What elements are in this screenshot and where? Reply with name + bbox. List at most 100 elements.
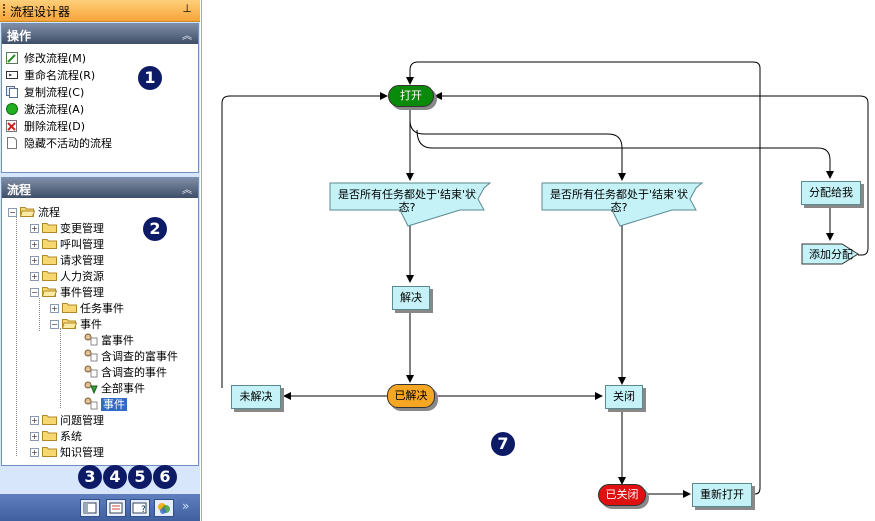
hide-icon (7, 137, 17, 149)
flow-header[interactable]: 流程 ︽ (2, 178, 198, 198)
event-icon (84, 365, 98, 378)
folder-open-icon (62, 319, 77, 329)
state-resolved[interactable]: 已解决 (387, 384, 435, 408)
tree-node[interactable]: + 请求管理 (30, 252, 104, 267)
action-copy[interactable]: 复制流程(C) (6, 84, 84, 100)
tree-node[interactable]: + 人力资源 (30, 268, 104, 283)
action-label: 复制流程(C) (24, 86, 85, 99)
copy-icon (6, 86, 18, 98)
expand-icon[interactable]: + (50, 304, 59, 313)
state-reopen[interactable]: 重新打开 (692, 483, 752, 507)
tree-node[interactable]: + 任务事件 (50, 300, 124, 315)
expand-icon[interactable]: + (30, 272, 39, 281)
diagram-canvas[interactable]: 打开 是否所有任务都处于'结束'状态? 是否所有任务都处于'结束'状态? 分配给… (201, 0, 875, 521)
action-label: 重命名流程(R) (24, 69, 96, 82)
tree-label: 富事件 (101, 334, 134, 347)
tree-label: 含调查的富事件 (101, 350, 178, 363)
window-icon (83, 502, 97, 514)
calendar-button[interactable] (106, 499, 126, 517)
tree-label: 请求管理 (60, 254, 104, 267)
expand-icon[interactable]: + (30, 224, 39, 233)
pane-titlebar: 流程设计器 ⊥ (0, 0, 200, 22)
tree-node-root[interactable]: − 流程 (8, 204, 60, 219)
decision-1-label[interactable]: 是否所有任务都处于'结束'状态? (337, 188, 477, 214)
flow-panel: 流程 ︽ − 流程 +变更管理 +呼叫管理 + 请求管理 + 人力资源 − 事件管理 +… (1, 177, 199, 466)
all-events-icon (84, 381, 98, 394)
action-modify[interactable]: 修改流程(M) (6, 50, 86, 66)
tree-leaf[interactable]: 富事件 (84, 332, 134, 347)
expand-icon[interactable]: + (30, 416, 39, 425)
tree-label: 人力资源 (60, 270, 104, 283)
tree-leaf[interactable]: 含调查的事件 (84, 364, 167, 379)
state-resolve[interactable]: 解决 (392, 286, 430, 310)
collapse-icon[interactable]: ︽ (182, 185, 192, 196)
decision-shape (541, 182, 704, 227)
expand-icon[interactable]: + (30, 240, 39, 249)
pane-title: 流程设计器 (10, 5, 71, 19)
help-form-button[interactable]: ? (130, 499, 150, 517)
action-rename[interactable]: 重命名流程(R) (6, 67, 95, 83)
process-view-button[interactable] (80, 499, 100, 517)
tree-node[interactable]: − 事件管理 (30, 284, 104, 299)
more-chevron-icon[interactable]: » (182, 499, 190, 513)
calendar-icon (109, 502, 123, 514)
tree-leaf-selected[interactable]: 事件 (84, 396, 127, 411)
expand-icon[interactable]: + (30, 448, 39, 457)
state-close[interactable]: 关闭 (605, 385, 643, 409)
tree-label: 系统 (60, 430, 82, 443)
tree-label: 知识管理 (60, 446, 104, 459)
operations-title: 操作 (7, 29, 32, 43)
state-add-assignment[interactable]: 添加分配 (809, 248, 853, 261)
tree-label: 事件管理 (60, 286, 104, 299)
badge-4: 4 (103, 465, 127, 489)
action-delete[interactable]: 删除流程(D) (6, 118, 85, 134)
tree-leaf[interactable]: 全部事件 (84, 380, 145, 395)
tree-leaf[interactable]: 含调查的富事件 (84, 348, 178, 363)
collapse-icon[interactable]: ︽ (182, 31, 192, 42)
event-icon (84, 349, 98, 362)
expand-icon[interactable]: + (30, 256, 39, 265)
badge-1: 1 (138, 66, 162, 90)
decision-2-label[interactable]: 是否所有任务都处于'结束'状态? (549, 188, 689, 214)
help-icon: ? (132, 502, 147, 515)
activate-icon (6, 103, 18, 115)
action-hide-inactive[interactable]: 隐藏不活动的流程 (6, 135, 112, 151)
folder-icon (42, 223, 57, 233)
delete-icon (6, 120, 17, 132)
action-activate[interactable]: 激活流程(A) (6, 101, 84, 117)
tree-label: 全部事件 (101, 382, 145, 395)
folder-open-icon (42, 287, 57, 297)
collapse-icon[interactable]: − (30, 288, 39, 297)
tree-label: 流程 (38, 206, 60, 219)
state-closed[interactable]: 已关闭 (598, 484, 646, 506)
folder-icon (62, 303, 77, 313)
state-unresolved[interactable]: 未解决 (231, 385, 281, 409)
decision-shape (329, 182, 492, 227)
badge-2: 2 (143, 217, 167, 241)
left-pane: 流程设计器 ⊥ 操作 ︽ 修改流程(M) 重命名流程(R) 复制流程(C) 激活… (0, 0, 200, 521)
state-open[interactable]: 打开 (388, 85, 434, 107)
collapse-icon[interactable]: − (50, 320, 59, 329)
tree-node[interactable]: +变更管理 (30, 220, 104, 235)
collapse-icon[interactable]: − (8, 208, 17, 217)
edit-icon (6, 52, 18, 64)
tree-node[interactable]: −事件 (50, 316, 102, 331)
operations-header[interactable]: 操作 ︽ (2, 24, 198, 44)
state-assign-to-me[interactable]: 分配给我 (801, 181, 861, 205)
tree-label: 任务事件 (80, 302, 124, 315)
tree-label: 问题管理 (60, 414, 104, 427)
folder-icon (42, 447, 57, 457)
tree-label: 含调查的事件 (101, 366, 167, 379)
tree-node[interactable]: + 知识管理 (30, 444, 104, 459)
tree-label: 事件 (101, 398, 127, 411)
flow-title: 流程 (7, 183, 32, 197)
palette-button[interactable] (154, 499, 174, 517)
tree-node[interactable]: + 系统 (30, 428, 82, 443)
badge-6: 6 (153, 465, 177, 489)
palette-icon (158, 503, 170, 514)
expand-icon[interactable]: + (30, 432, 39, 441)
tree-node[interactable]: +呼叫管理 (30, 236, 104, 251)
pin-icon[interactable]: ⊥ (182, 2, 192, 15)
tree-node[interactable]: + 问题管理 (30, 412, 104, 427)
rename-icon (6, 71, 18, 79)
